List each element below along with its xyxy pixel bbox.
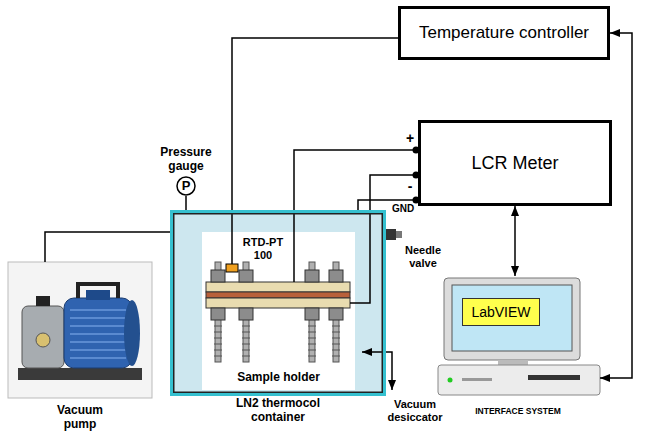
- vacuum-pump: Vacuum pump: [8, 262, 152, 400]
- nuts: [211, 270, 343, 320]
- desiccator-label: Vacuum desiccator: [382, 398, 448, 423]
- drawing-part: [70, 317, 126, 319]
- drawing-part: [231, 232, 233, 264]
- terminal-sign: +: [404, 130, 416, 146]
- drawing-part: [448, 378, 453, 383]
- holder-screws: [215, 262, 339, 362]
- drawing-part: [211, 270, 225, 282]
- drawing-part: [350, 302, 355, 304]
- sample-holder: Sample holder: [202, 232, 355, 390]
- drawing-part: [528, 375, 580, 380]
- bottom-plate: [206, 298, 350, 308]
- connector: [45, 232, 170, 262]
- drawing-part: [214, 326, 222, 356]
- terminal-name: GND: [390, 203, 416, 215]
- drawing-part: [305, 308, 319, 320]
- drawing-part: [70, 309, 126, 311]
- drawing-part: [239, 308, 253, 320]
- drawing-part: [70, 357, 126, 359]
- drawing-part: [293, 232, 295, 282]
- rtd-sensor: [226, 264, 238, 272]
- node-text: Sample holder: [202, 371, 355, 385]
- connector: [294, 150, 418, 232]
- drawing-part: [239, 270, 253, 282]
- labview-screen: LabVIEW: [462, 298, 540, 326]
- meter-box: LCR Meter: [418, 120, 612, 206]
- connector: [355, 175, 418, 303]
- drawing-part: [18, 368, 142, 380]
- drawing-part: [308, 326, 316, 356]
- screw-threads: [214, 326, 340, 356]
- node-text: LCR Meter: [471, 153, 558, 174]
- drawing-part: [438, 365, 600, 395]
- node-text: LN2 thermocol container: [213, 397, 343, 425]
- node-text: Vacuum pump: [40, 404, 120, 432]
- terminal-sign: -: [404, 178, 416, 194]
- sensor-label: RTD-PT 100: [238, 236, 288, 261]
- drawing-part: [462, 378, 492, 381]
- node-text: P: [176, 176, 196, 196]
- drawing-part: [36, 333, 50, 347]
- node-text: INTERFACE SYSTEM: [436, 407, 600, 417]
- pump-drawing: [8, 262, 152, 398]
- drawing-part: [36, 296, 50, 306]
- drawing-part: [70, 310, 126, 358]
- drawing-part: [452, 285, 572, 351]
- drawing-part: [444, 278, 580, 360]
- wire-stubs: [232, 232, 355, 303]
- drawing-part: [78, 284, 118, 298]
- holder-ground: [202, 232, 355, 390]
- needle-valve: [386, 229, 396, 240]
- interface-system: INTERFACE SYSTEM LabVIEW: [436, 276, 600, 422]
- pressure-gauge: Pressure gaugeP: [150, 146, 222, 196]
- computer-drawing: [438, 278, 600, 395]
- drawing-part: [70, 341, 126, 343]
- drawing-part: [70, 349, 126, 351]
- connector: [232, 38, 398, 232]
- drawing-part: [64, 298, 132, 368]
- drawing-part: [70, 325, 126, 327]
- drawing-part: [22, 306, 64, 368]
- sample: [206, 292, 350, 298]
- valve-label: Needle valve: [398, 244, 448, 269]
- valve-handle: [396, 231, 402, 238]
- node-text: LabVIEW: [471, 304, 530, 320]
- drawing-part: [329, 270, 343, 282]
- drawing-part: [498, 360, 528, 365]
- drawing-part: [332, 326, 340, 356]
- gauge-circle: [177, 177, 195, 195]
- drawing-part: [329, 308, 343, 320]
- top-plate: [206, 282, 350, 292]
- drawing-part: [70, 333, 126, 335]
- connector: [185, 196, 187, 210]
- controller-box: Temperature controller: [398, 6, 610, 60]
- drawing-part: [8, 262, 152, 398]
- container-fill: [173, 213, 383, 393]
- desiccator-arrow: [362, 352, 392, 390]
- node-text: Temperature controller: [419, 23, 589, 43]
- drawing-part: [242, 326, 250, 356]
- connector: [514, 206, 516, 276]
- drawing-part: [305, 270, 319, 282]
- drawing-part: [124, 300, 140, 366]
- drawing-part: [211, 308, 225, 320]
- node-text: Pressure gauge: [150, 146, 222, 174]
- drawing-part: [86, 290, 110, 300]
